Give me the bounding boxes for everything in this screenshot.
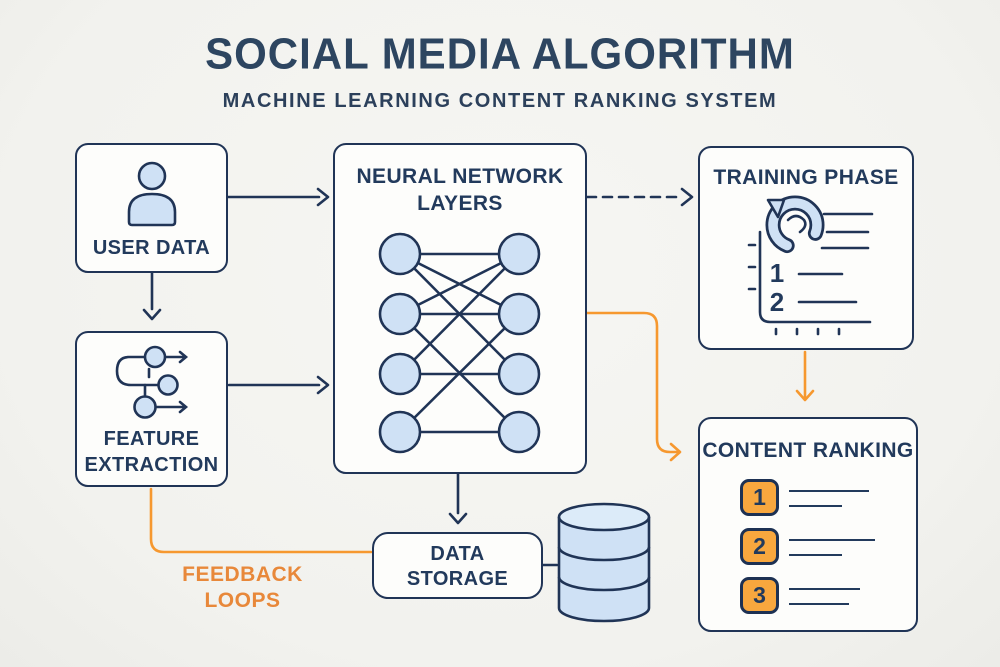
feature-extraction-label: FEATURE EXTRACTION	[84, 428, 219, 476]
user-icon	[127, 161, 177, 227]
neural-node	[497, 352, 541, 396]
user-data-label: USER DATA	[92, 237, 211, 259]
neural-network-label: NEURAL NETWORK LAYERS	[356, 165, 564, 215]
neural-node	[378, 232, 422, 276]
arrow-feature-extraction-to-neural-network	[227, 375, 330, 395]
neural-node	[378, 410, 422, 454]
database-icon	[557, 502, 651, 623]
page-title: SOCIAL MEDIA ALGORITHM	[205, 29, 795, 78]
neural-node	[378, 292, 422, 336]
feedback-loops-label: FEEDBACK LOOPS	[182, 563, 303, 612]
data-storage-box: DATA STORAGE	[372, 532, 543, 599]
content-ranking-box: CONTENT RANKING 1 2 3	[698, 417, 918, 632]
feature-extraction-box: FEATURE EXTRACTION	[75, 331, 228, 487]
rank-badge-3: 3	[740, 577, 779, 614]
feedback-line-feature-extraction-to-data-storage	[149, 487, 373, 554]
training-phase-label: TRAINING PHASE	[713, 166, 899, 189]
rank-row-2: 2	[700, 528, 916, 576]
training-phase-box: TRAINING PHASE 1 2	[698, 146, 914, 350]
svg-text:2: 2	[770, 287, 784, 317]
data-storage-label: DATA STORAGE	[406, 543, 509, 590]
arrow-neural-network-to-data-storage	[448, 472, 468, 525]
svg-text:1: 1	[770, 258, 784, 288]
arrow-training-phase-to-content-ranking	[795, 350, 815, 402]
content-ranking-label: CONTENT RANKING	[702, 439, 914, 462]
neural-node	[497, 410, 541, 454]
neural-node	[497, 292, 541, 336]
header: SOCIAL MEDIA ALGORITHM MACHINE LEARNING …	[0, 29, 1000, 113]
rank-badge-1: 1	[740, 479, 779, 516]
arrow-user-data-to-feature-extraction	[142, 271, 162, 321]
dashed-arrow-neural-network-to-training-phase	[585, 187, 694, 207]
arrow-user-data-to-neural-network	[226, 187, 330, 207]
neural-network-graph	[378, 232, 541, 454]
neural-network-box: NEURAL NETWORK LAYERS	[333, 143, 587, 474]
page-subtitle: MACHINE LEARNING CONTENT RANKING SYSTEM	[222, 90, 778, 112]
neural-node	[378, 352, 422, 396]
rank-row-3: 3	[700, 577, 916, 625]
flow-branch-icon	[115, 345, 189, 419]
rank-badge-2: 2	[740, 528, 779, 565]
neural-node	[497, 232, 541, 276]
rank-row-1: 1	[700, 479, 916, 527]
training-chart-refresh-icon: 1 2	[747, 195, 874, 336]
feedback-line-neural-network-to-content-ranking	[585, 311, 682, 462]
user-data-box: USER DATA	[75, 143, 228, 273]
refresh-cycle-icon	[765, 195, 825, 255]
